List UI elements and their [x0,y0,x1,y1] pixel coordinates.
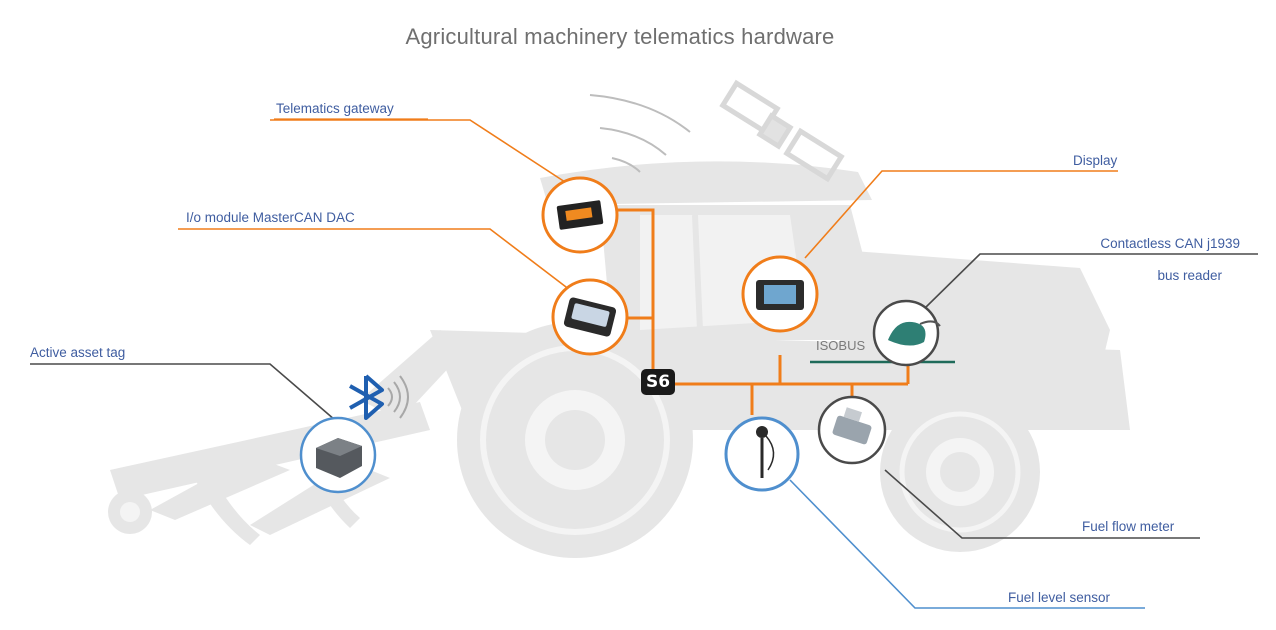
label-io-module: I/o module MasterCAN DAC [186,210,355,225]
flow-meter-icon [817,395,887,465]
display-icon [741,255,819,333]
leader-io-module [178,228,571,291]
bluetooth-icon [349,374,409,420]
label-fuel-level-sensor: Fuel level sensor [1008,590,1111,605]
bus-wiring [614,208,910,415]
isobus-label: ISOBUS [816,338,866,353]
satellite-icon [719,79,845,183]
label-can-reader-line2: bus reader [1157,268,1222,283]
label-fuel-flow-meter: Fuel flow meter [1082,519,1175,534]
leader-can-reader [924,253,1258,309]
label-telematics-gateway: Telematics gateway [276,101,394,116]
label-can-reader-line1: Contactless CAN j1939 [1100,236,1240,251]
leader-display [804,170,1118,259]
level-sensor-icon [724,416,800,492]
label-display: Display [1073,153,1118,168]
gateway-icon [541,176,619,254]
asset-tag-icon [299,416,377,494]
signal-waves-icon [589,94,691,173]
can-reader-icon [872,299,941,367]
leader-lines [30,119,1258,609]
module-icon [551,278,629,356]
leader-asset-tag [30,363,336,421]
label-active-asset-tag: Active asset tag [30,345,126,360]
diagram-title: Agricultural machinery telematics hardwa… [405,24,835,49]
leader-telematics-gateway [270,119,566,183]
leader-fuel-level [789,479,1145,609]
leader-fuel-flow [884,469,1200,539]
s6-badge: S6 [641,369,675,395]
